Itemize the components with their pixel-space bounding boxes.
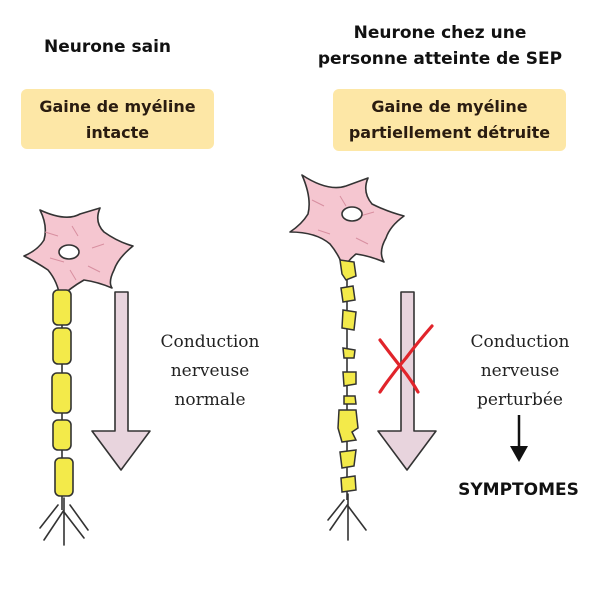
left-conduction-line1: Conduction <box>160 332 260 352</box>
symptoms-label: SYMPTOMES <box>458 480 579 500</box>
right-axon-terminals <box>327 493 367 541</box>
right-title-line1: Neurone chez une <box>353 23 527 43</box>
right-title: Neurone chez une personne atteinte de SE… <box>300 20 580 72</box>
right-conduction-arrow <box>377 291 437 471</box>
right-conduction-line1: Conduction <box>470 332 570 352</box>
right-conduction-line3: perturbée <box>477 390 563 410</box>
right-myelin-fragment-9 <box>340 475 357 493</box>
right-myelin-fragment-6 <box>343 395 357 405</box>
right-myelin-fragment-3 <box>341 309 357 331</box>
left-conduction-line2: nerveuse <box>170 361 250 381</box>
right-badge-line2: partiellement détruite <box>348 123 551 142</box>
left-myelin-segment-5 <box>54 457 74 497</box>
left-myelin-segment-1 <box>52 289 72 326</box>
left-neuron <box>23 207 134 546</box>
right-myelin-fragment-5 <box>342 371 357 387</box>
right-myelin-fragment-1 <box>339 259 357 281</box>
left-neuron-nucleus <box>58 244 80 260</box>
right-myelin-fragment-4 <box>342 347 356 359</box>
right-badge: Gaine de myéline partiellement détruite <box>333 89 566 151</box>
right-myelin-fragment-7 <box>337 409 359 443</box>
left-myelin-segment-4 <box>52 419 72 451</box>
right-myelin-fragment-2 <box>340 285 356 303</box>
left-conduction-arrow <box>91 291 151 471</box>
right-conduction-label: Conduction nerveuse perturbée <box>450 328 590 415</box>
blocked-cross-icon <box>378 324 434 394</box>
left-title: Neurone sain <box>44 37 171 57</box>
left-axon-terminals <box>39 497 89 546</box>
left-conduction-line3: normale <box>174 390 246 410</box>
left-myelin-segment-3 <box>51 372 72 414</box>
right-neuron <box>289 174 405 541</box>
right-neuron-nucleus <box>341 206 363 222</box>
right-title-line2: personne atteinte de SEP <box>317 49 563 69</box>
symptoms-arrow-icon <box>510 415 528 462</box>
left-badge: Gaine de myéline intacte <box>21 89 214 149</box>
right-neuron-cell-body <box>289 174 405 271</box>
left-badge-line1: Gaine de myéline <box>39 97 196 116</box>
right-badge-line1: Gaine de myéline <box>371 97 528 116</box>
left-badge-line2: intacte <box>85 123 150 142</box>
left-myelin-segment-2 <box>52 327 72 365</box>
right-myelin-fragment-8 <box>339 449 357 469</box>
left-conduction-label: Conduction nerveuse normale <box>145 328 275 415</box>
right-conduction-line2: nerveuse <box>480 361 560 381</box>
